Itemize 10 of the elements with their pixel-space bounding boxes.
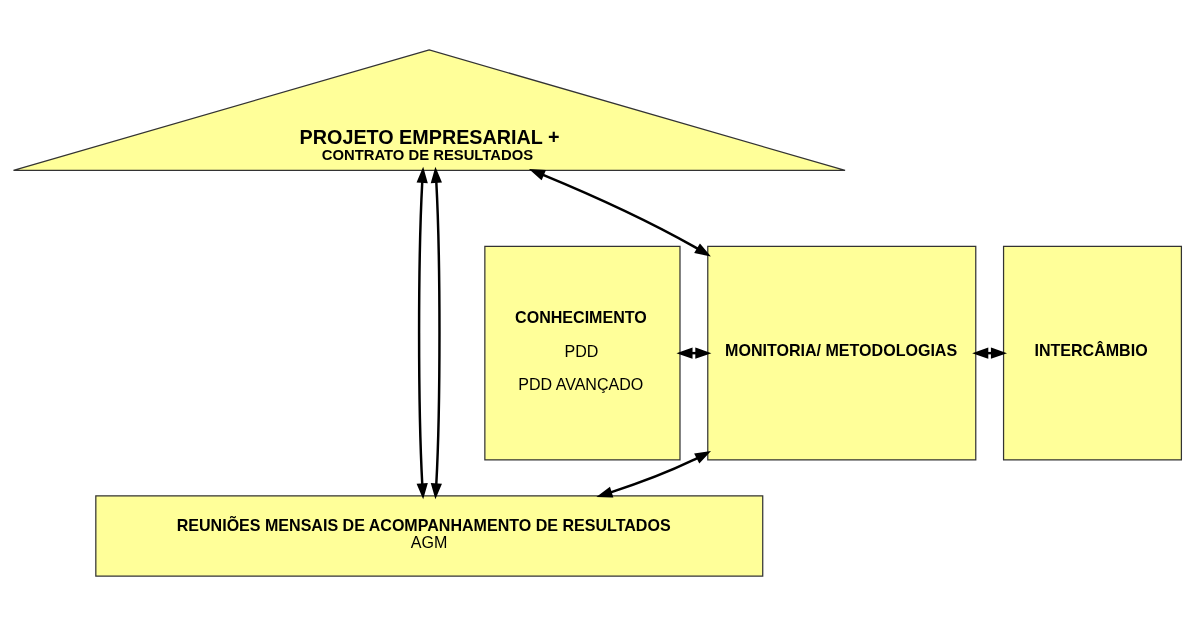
arrow (676, 347, 712, 359)
node-box: CONHECIMENTO PDD PDD AVANÇADO (484, 245, 681, 461)
arrow (596, 451, 711, 498)
node-box: MONITORIA/ METODOLOGIAS (707, 245, 977, 461)
node-box: REUNIÕES MENSAIS DE ACOMPANHAMENTO DE RESULTADOS AGM (95, 495, 764, 577)
arrow (972, 347, 1007, 359)
arrow (528, 169, 711, 257)
arrow (416, 166, 428, 500)
arrow (430, 166, 442, 500)
node-box: INTERCÂMBIO (1002, 245, 1183, 461)
